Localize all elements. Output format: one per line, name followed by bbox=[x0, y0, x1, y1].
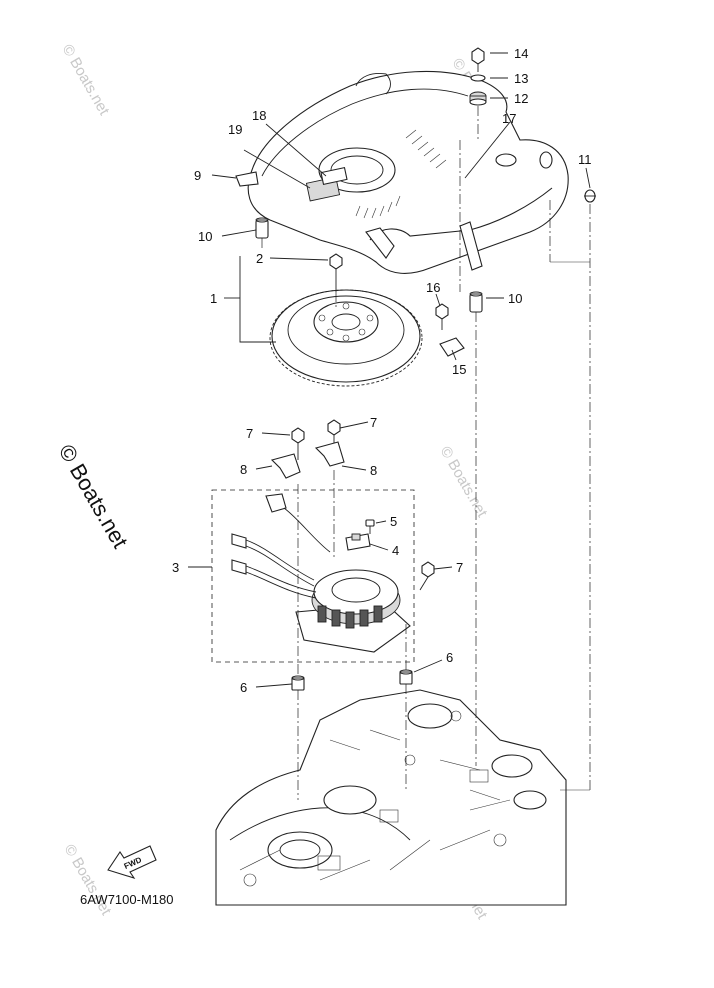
callout-6-left: 6 bbox=[240, 680, 247, 695]
callout-5: 5 bbox=[390, 514, 397, 529]
callout-7-stator: 7 bbox=[456, 560, 463, 575]
bolt-7-left bbox=[291, 427, 305, 460]
grommet-10-right bbox=[469, 291, 483, 313]
fwd-arrow-icon: FWD bbox=[107, 845, 157, 879]
flywheel-cover bbox=[235, 70, 569, 274]
grommet-10-left bbox=[255, 217, 269, 239]
callout-18: 18 bbox=[252, 108, 266, 123]
cover-hook-9 bbox=[235, 171, 259, 187]
flywheel-nut-2 bbox=[329, 253, 343, 292]
watermark-mid-right: © Boats.net bbox=[437, 444, 491, 521]
alignment-lines bbox=[261, 106, 591, 800]
callout-4: 4 bbox=[392, 543, 399, 558]
callout-7-left: 7 bbox=[246, 426, 253, 441]
label-plate-18 bbox=[320, 166, 348, 186]
callout-8-left: 8 bbox=[240, 462, 247, 477]
callout-11: 11 bbox=[578, 152, 592, 167]
watermark-main: © Boats.net bbox=[54, 440, 133, 552]
clamp-8-left bbox=[270, 453, 301, 479]
pulser-coil-4 bbox=[345, 533, 371, 551]
callout-6-right: 6 bbox=[446, 650, 453, 665]
flywheel bbox=[269, 289, 423, 387]
diagram-code: 6AW7100-M180 bbox=[80, 892, 173, 907]
watermark-top-left: © Boats.net bbox=[59, 42, 113, 119]
callout-1: 1 bbox=[210, 291, 217, 306]
callout-13: 13 bbox=[514, 71, 528, 86]
stator-assembly-box bbox=[211, 489, 415, 663]
fastener-11 bbox=[584, 189, 596, 203]
clamp-15 bbox=[439, 337, 465, 357]
callout-10-left: 10 bbox=[198, 229, 212, 244]
watermark-bottom-left: © Boats.net bbox=[61, 842, 115, 919]
stator-wiring bbox=[231, 493, 331, 599]
bolt-16 bbox=[435, 303, 449, 330]
leader-lines bbox=[188, 52, 591, 688]
bolt-14 bbox=[471, 47, 485, 72]
washer-13 bbox=[470, 74, 486, 82]
bolt-7-stator bbox=[419, 561, 435, 591]
collar-6-left bbox=[291, 675, 305, 691]
callout-15: 15 bbox=[452, 362, 466, 377]
callout-7-right: 7 bbox=[370, 415, 377, 430]
clamp-8-right bbox=[314, 441, 345, 467]
callout-2: 2 bbox=[256, 251, 263, 266]
callout-17: 17 bbox=[502, 111, 516, 126]
callout-14: 14 bbox=[514, 46, 528, 61]
callout-9: 9 bbox=[194, 168, 201, 183]
callout-10-right: 10 bbox=[508, 291, 522, 306]
callout-16: 16 bbox=[426, 280, 440, 295]
screw-5 bbox=[365, 519, 375, 534]
engine-block bbox=[215, 689, 567, 906]
collar-6-right bbox=[399, 669, 413, 685]
stator bbox=[295, 569, 411, 653]
callout-labels: 14 13 12 17 11 18 19 9 10 2 1 16 10 15 7… bbox=[172, 46, 592, 695]
callout-19: 19 bbox=[228, 122, 242, 137]
grommet-12 bbox=[469, 91, 487, 106]
callout-12: 12 bbox=[514, 91, 528, 106]
callout-8-right: 8 bbox=[370, 463, 377, 478]
callout-3: 3 bbox=[172, 560, 179, 575]
